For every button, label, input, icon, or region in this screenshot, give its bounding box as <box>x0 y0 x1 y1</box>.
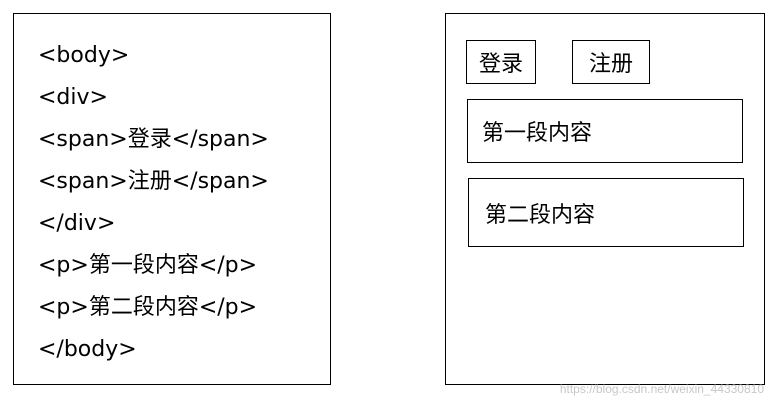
code-line-body-open: <body> <box>38 43 130 68</box>
paragraph-first-box: 第一段内容 <box>467 99 743 163</box>
span-register-box: 注册 <box>572 40 650 84</box>
code-line-span-register: <span>注册</span> <box>38 169 269 194</box>
watermark: https://blog.csdn.net/weixin_44330810 <box>559 382 764 396</box>
code-line-p-second: <p>第二段内容</p> <box>38 295 258 320</box>
html-code-panel: <body> <div> <span>登录</span> <span>注册</s… <box>13 13 331 385</box>
code-line-span-login: <span>登录</span> <box>38 127 269 152</box>
code-line-div-close: </div> <box>38 211 116 236</box>
rendered-page-panel: 登录 注册 第一段内容 第二段内容 <box>445 13 765 385</box>
code-line-body-close: </body> <box>38 337 137 362</box>
code-line-p-first: <p>第一段内容</p> <box>38 253 258 278</box>
code-line-div-open: <div> <box>38 85 108 110</box>
span-login-box: 登录 <box>466 40 536 84</box>
paragraph-second-box: 第二段内容 <box>468 178 744 247</box>
